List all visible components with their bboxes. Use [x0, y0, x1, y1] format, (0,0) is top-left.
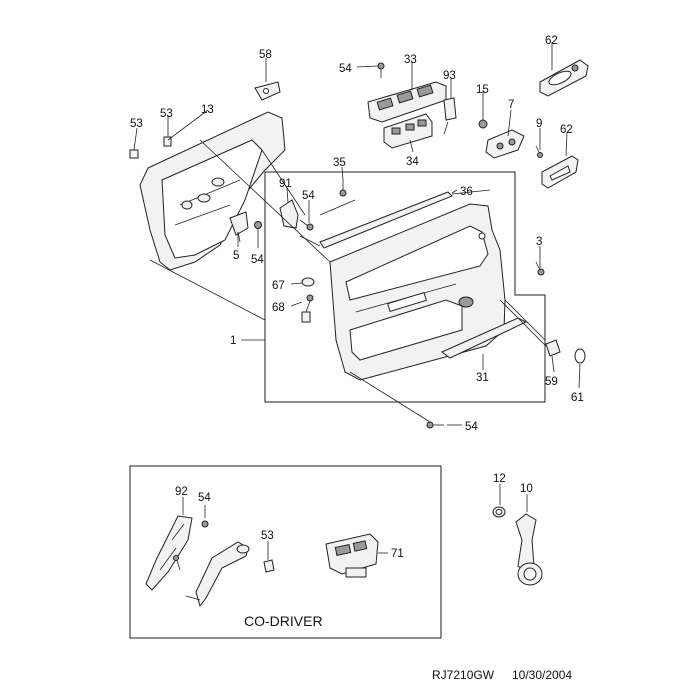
label-62a: 62: [545, 35, 558, 47]
label-13: 13: [201, 104, 214, 116]
inset-caption: CO-DRIVER: [244, 613, 323, 629]
label-54b: 54: [302, 190, 315, 202]
co-driver-inset: 92 54 53 71 CO-DRIVER: [129, 465, 442, 639]
handle-bezel-62a: [539, 59, 589, 97]
bracket-58: [254, 81, 281, 101]
clip-53a: [129, 149, 139, 159]
screw-54a: [377, 62, 385, 78]
label-68: 68: [272, 302, 285, 314]
cap-59: [545, 339, 561, 357]
speaker-grille: [458, 296, 474, 308]
pull-handle-bracket: [185, 541, 250, 608]
label-67: 67: [272, 280, 285, 292]
screw-54c: [254, 221, 262, 229]
label-3: 3: [536, 236, 542, 248]
clip-15: [478, 119, 488, 129]
screw-3: [535, 261, 545, 276]
label-71: 71: [391, 548, 404, 560]
label-10: 10: [520, 483, 533, 495]
label-59: 59: [545, 376, 558, 388]
hinge-bracket-5: [229, 211, 249, 243]
label-9: 9: [536, 118, 542, 130]
assembly-frame: [264, 171, 546, 403]
handle-bezel-62b: [541, 155, 579, 189]
drawing-code: RJ7210GW: [432, 668, 495, 682]
label-12: 12: [493, 473, 506, 485]
window-switch-34: [383, 113, 433, 149]
label-54a: 54: [339, 63, 352, 75]
bracket-91: [279, 199, 299, 229]
door-inner-panel: [139, 111, 286, 271]
label-62b: 62: [560, 124, 573, 136]
clip-53c: [263, 541, 275, 573]
label-61: 61: [571, 392, 584, 404]
armrest-strip-31: [441, 317, 528, 359]
label-31: 31: [476, 372, 489, 384]
armrest-panel-92: [145, 497, 193, 591]
connector-93: [443, 97, 457, 135]
grommet-67: [301, 277, 315, 287]
label-54c: 54: [251, 254, 264, 266]
label-35: 35: [333, 157, 346, 169]
screw-54e: [173, 505, 209, 571]
label-92: 92: [175, 486, 188, 498]
screw-54b: [299, 219, 314, 231]
label-53a: 53: [130, 118, 143, 130]
label-54d: 54: [465, 421, 478, 433]
window-crank-10: [515, 494, 543, 586]
label-58: 58: [259, 49, 272, 61]
label-93: 93: [443, 70, 456, 82]
callout-labels: 58 53 13 53 54 33 93 62 15 7 9 62 34 35 …: [130, 35, 584, 433]
label-7: 7: [508, 99, 514, 111]
clip-53b: [163, 136, 172, 147]
door-trim-panel-1: [329, 203, 506, 381]
crank-escutcheon-12: [492, 484, 506, 518]
drawing-date: 10/30/2004: [512, 668, 572, 682]
screw-35: [339, 180, 347, 197]
cover-61: [574, 348, 586, 364]
label-91: 91: [279, 178, 292, 190]
window-switch-71: [325, 533, 388, 578]
label-36: 36: [460, 186, 473, 198]
switch-bezel-33: [367, 81, 447, 123]
label-5: 5: [233, 250, 239, 262]
belt-molding-36: [319, 189, 491, 249]
inside-handle-7: [485, 129, 525, 159]
label-54e: 54: [198, 492, 211, 504]
clip-68: [301, 294, 314, 323]
label-34: 34: [406, 156, 419, 168]
screw-54d: [426, 421, 444, 429]
label-1: 1: [230, 335, 236, 347]
screw-9: [535, 145, 543, 158]
leader-lines: [133, 42, 581, 426]
label-53b: 53: [160, 108, 173, 120]
label-33: 33: [404, 54, 417, 66]
label-15: 15: [476, 84, 489, 96]
label-53c: 53: [261, 530, 274, 542]
